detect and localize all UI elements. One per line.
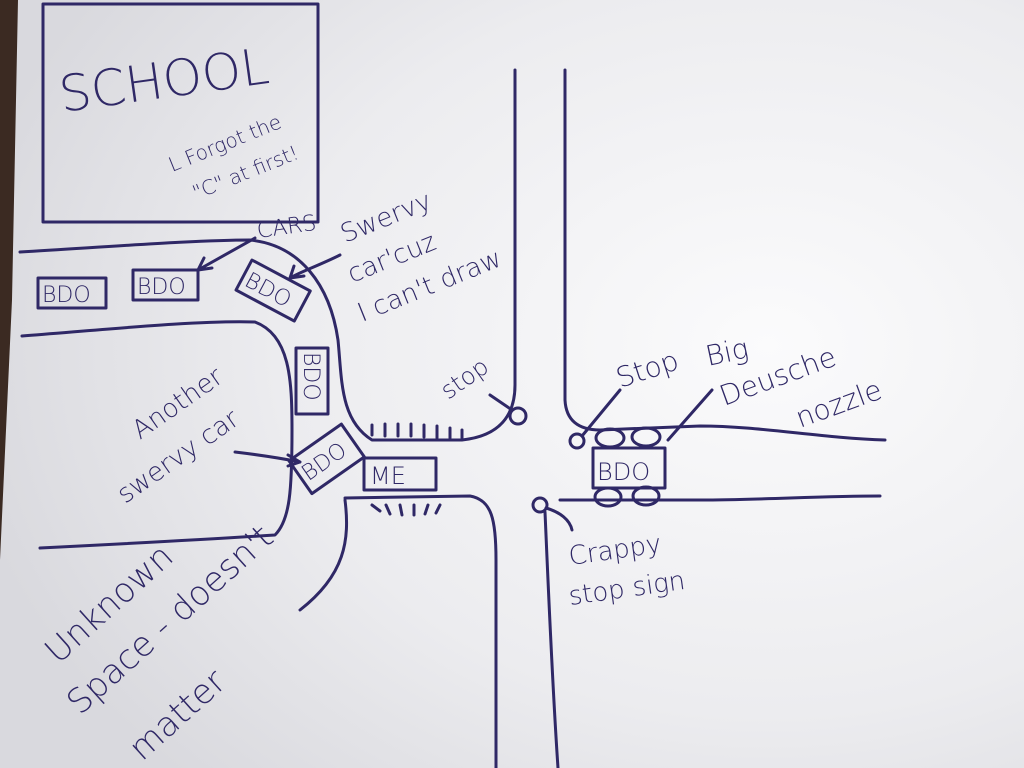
- skid-marks-bottom: [370, 503, 442, 517]
- svg-text:BDO: BDO: [137, 275, 186, 300]
- svg-text:BDO: BDO: [298, 352, 323, 401]
- car-2: BDO: [131, 268, 200, 302]
- roads: [18, 68, 887, 768]
- svg-text:ME: ME: [370, 462, 406, 490]
- skid-marks-top: [370, 422, 464, 440]
- cars-arrow: [196, 236, 257, 272]
- stop-sign-right: [568, 432, 586, 450]
- svg-text:BDO: BDO: [597, 458, 650, 486]
- swervy-arrow: [288, 253, 342, 280]
- big-pointer: [666, 388, 714, 442]
- car-1: BDO: [36, 276, 108, 310]
- crappy-pointer: [544, 506, 574, 532]
- me-car: ME: [362, 456, 438, 492]
- stop-left-pointer: [488, 393, 514, 412]
- another-arrow: [233, 450, 302, 468]
- stop-right-pointer: [580, 388, 622, 438]
- car-curve: BDO: [294, 346, 330, 416]
- svg-text:BDO: BDO: [42, 283, 91, 308]
- big-car: BDO: [591, 426, 667, 508]
- stop-sign-left: [508, 406, 528, 426]
- crappy-stop-sign: [531, 496, 549, 514]
